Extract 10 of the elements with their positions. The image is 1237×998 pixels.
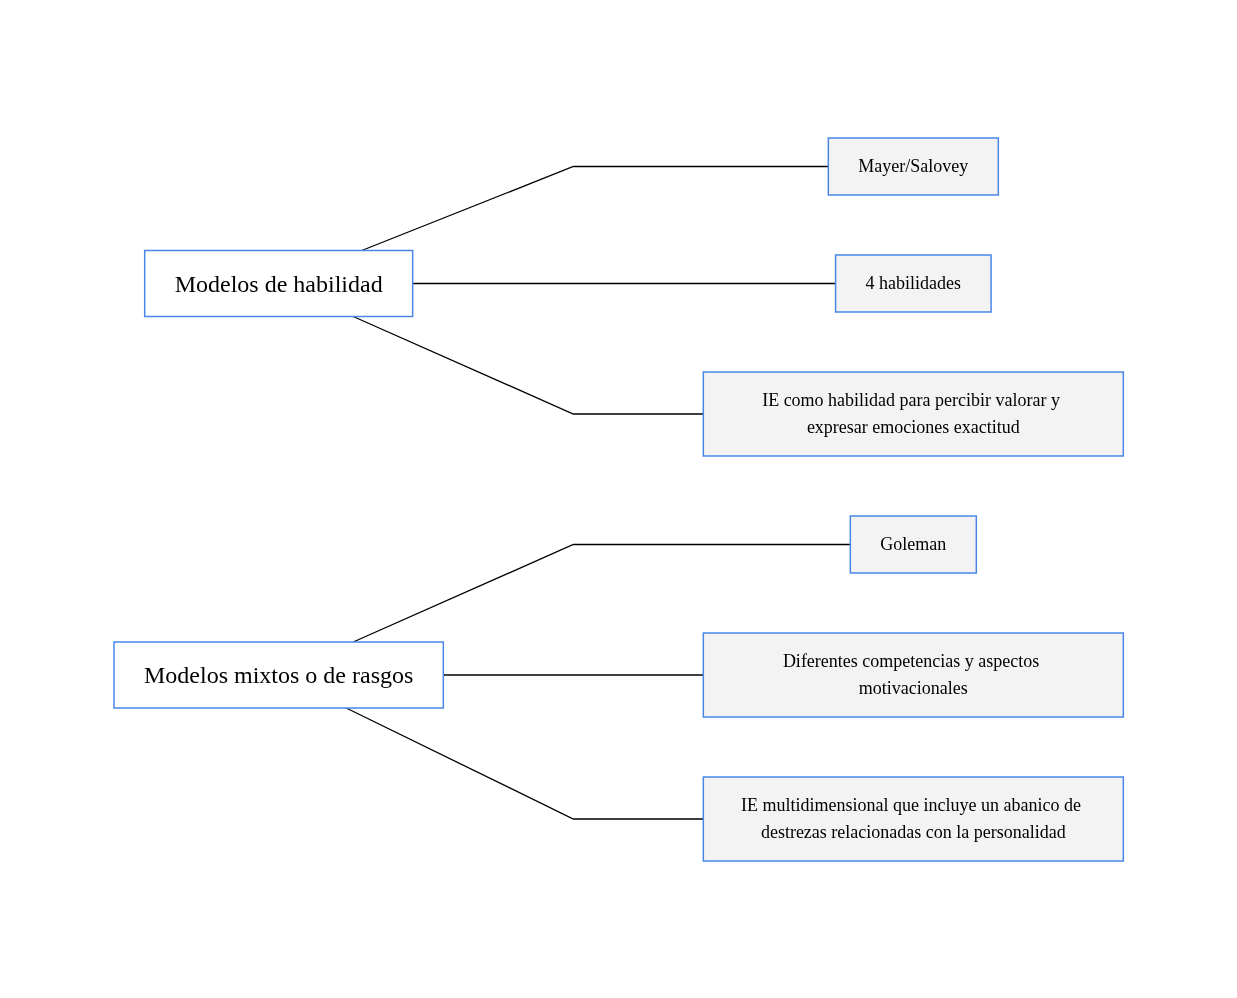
node-box: Goleman [849,514,977,574]
node-box: Diferentes competencias y aspectos motivacionales [702,631,1124,718]
node-box: IE como habilidad para percibir valorar y expresar emociones exactitud [702,370,1124,457]
connector [352,315,704,415]
connector [345,706,704,820]
node-box: Mayer/Salovey [827,136,999,196]
node-box: IE multidimensional que incluye un abanico de destrezas relacionadas con la personalidad [702,775,1124,862]
node-box: 4 habilidades [834,253,992,313]
node-box: Modelos mixtos o de rasgos [113,640,444,709]
node-box: Modelos de habilidad [143,249,414,317]
